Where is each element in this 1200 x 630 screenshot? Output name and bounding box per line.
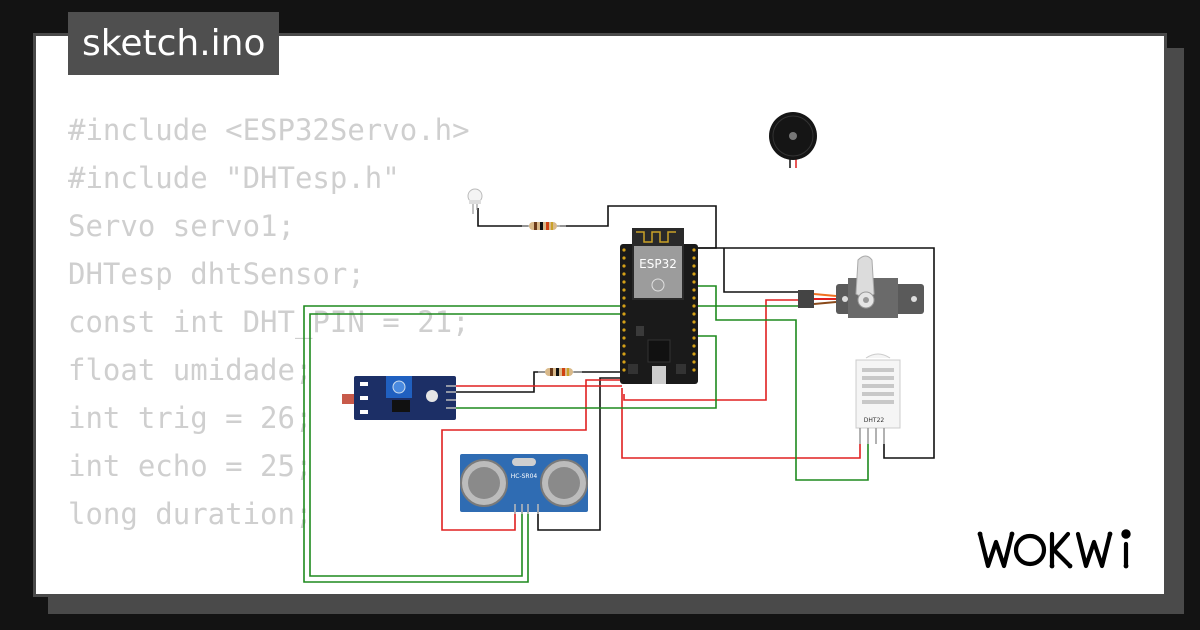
buzzer-component[interactable]	[769, 112, 817, 168]
code-line: float umidade;	[68, 353, 313, 387]
code-line: #include <ESP32Servo.h>	[68, 113, 470, 147]
preview-card: #include <ESP32Servo.h> #include "DHTesp.…	[33, 33, 1167, 597]
esp32-label: ESP32	[639, 257, 677, 271]
file-tab[interactable]: sketch.ino	[68, 12, 280, 75]
ultrasonic-label: HC-SR04	[511, 473, 538, 480]
resistor-led[interactable]	[522, 222, 566, 230]
photoresistor-module[interactable]	[342, 376, 456, 420]
dht22-sensor[interactable]: DHT22	[855, 353, 901, 444]
ultrasonic-sensor[interactable]: HC-SR04	[460, 454, 588, 514]
servo-motor[interactable]	[798, 255, 924, 318]
led-component[interactable]	[467, 188, 483, 214]
code-line: #include "DHTesp.h"	[68, 161, 400, 195]
code-line: Servo servo1;	[68, 209, 295, 243]
green-wires	[303, 285, 869, 583]
wokwi-logo	[976, 526, 1152, 578]
red-wires	[441, 299, 861, 531]
code-line: long duration;	[68, 497, 313, 531]
resistor-ldr[interactable]	[538, 368, 582, 376]
code-line: DHTesp dhtSensor;	[68, 257, 365, 291]
esp32-board[interactable]: ESP32	[620, 228, 698, 384]
dht22-label: DHT22	[864, 417, 885, 424]
wokwi-logo-mark	[977, 529, 1131, 569]
